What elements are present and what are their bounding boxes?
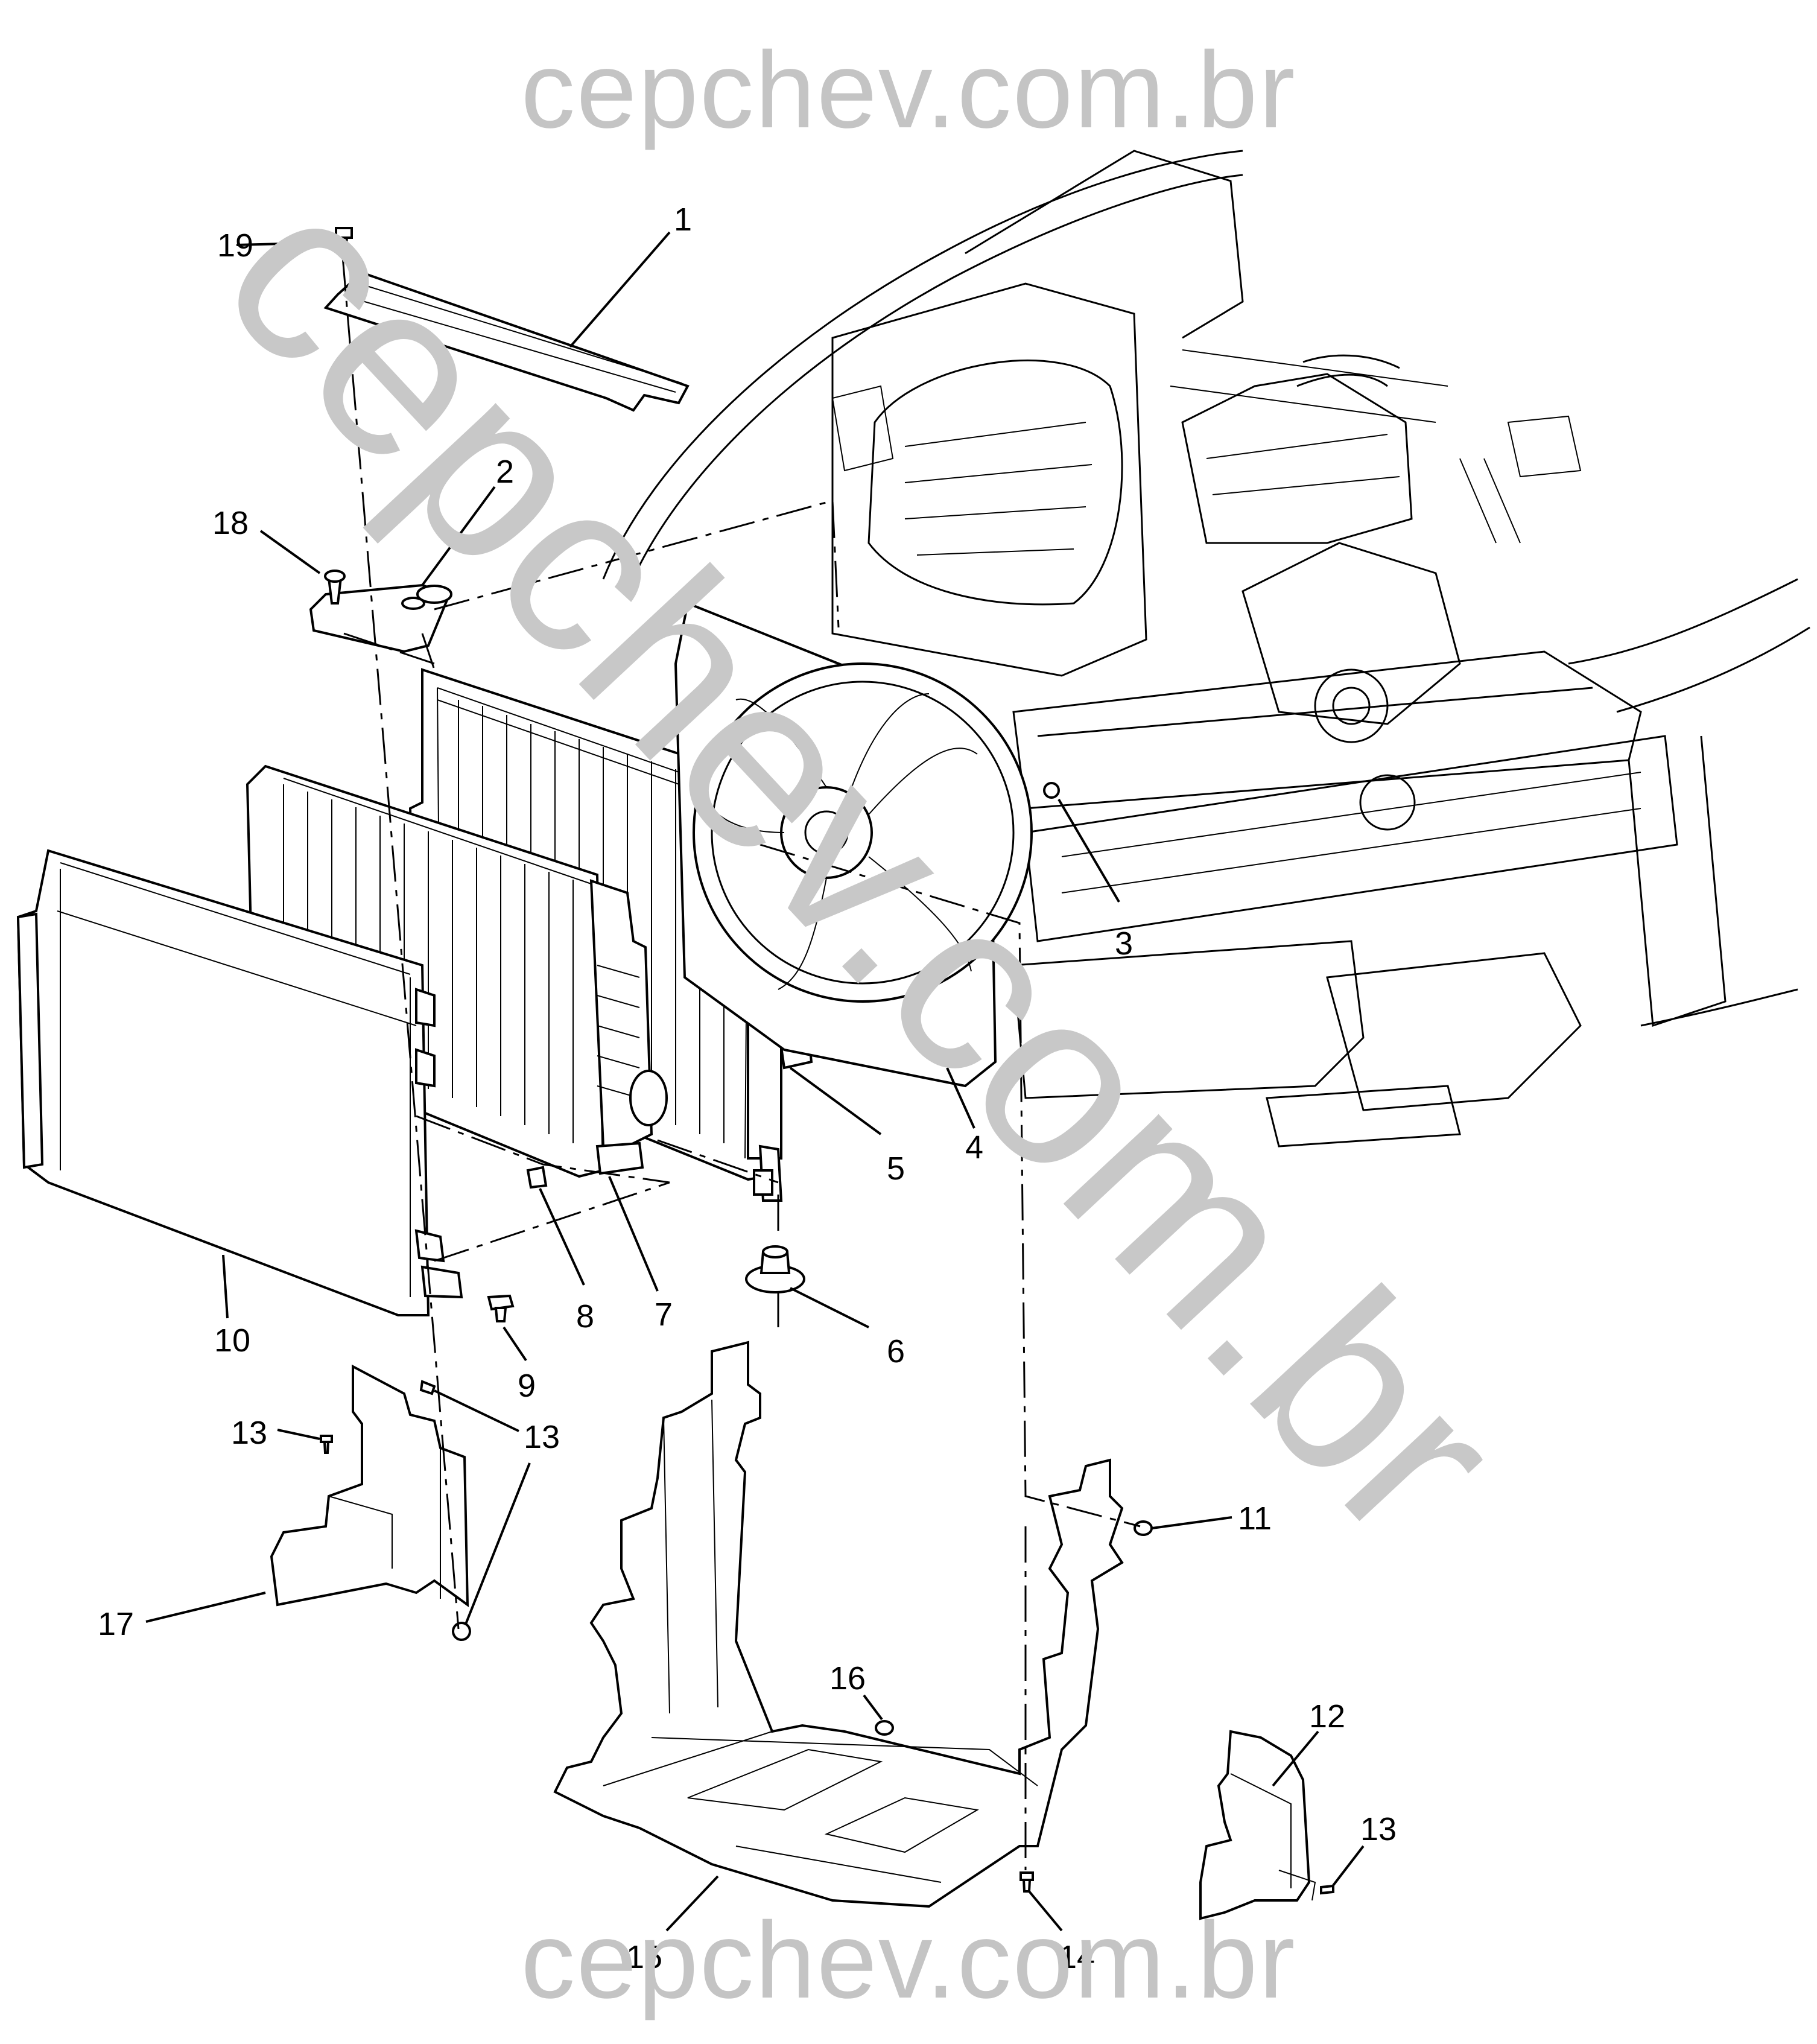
alignment-lines — [341, 256, 1141, 1870]
vehicle-body-structure — [602, 150, 1810, 1147]
callout-12: 12 — [1309, 1698, 1345, 1735]
callout-2: 2 — [496, 454, 514, 490]
part-9-bolt — [487, 1294, 515, 1322]
leader-lines — [145, 231, 1365, 1932]
callout-14: 14 — [1059, 1939, 1095, 1975]
callout-15: 15 — [626, 1939, 662, 1975]
part-3-fastener — [1043, 782, 1060, 799]
part-6-lower-insulator — [745, 1245, 805, 1293]
callout-10: 10 — [214, 1322, 250, 1359]
part-19-retainer — [335, 227, 353, 258]
part-2-bracket — [309, 570, 452, 653]
callout-9: 9 — [518, 1368, 536, 1404]
callout-19: 19 — [217, 227, 253, 264]
watermark-top: cepchev.com.br — [521, 30, 1296, 151]
part-13-retainer-upper — [419, 1380, 436, 1395]
part-17-left-deflector — [270, 1364, 469, 1607]
callout-labels: 1 2 3 4 5 6 7 8 9 10 11 12 13 13 13 14 1… — [98, 202, 1397, 1975]
watermark-bottom: cepchev.com.br — [521, 1900, 1296, 2021]
part-15-lower-baffle — [553, 1341, 1124, 1908]
callout-4: 4 — [965, 1129, 983, 1166]
callout-13-upper: 13 — [524, 1419, 560, 1455]
callout-5: 5 — [887, 1151, 905, 1187]
callout-8: 8 — [576, 1298, 594, 1335]
part-14-screw — [1019, 1871, 1034, 1881]
retainer-circle — [452, 1622, 471, 1641]
callout-3: 3 — [1115, 925, 1133, 962]
part-8-clip — [526, 1166, 548, 1189]
callout-17: 17 — [98, 1606, 134, 1642]
callout-1: 1 — [674, 202, 692, 238]
callout-11: 11 — [1238, 1500, 1272, 1537]
part-11-push-nut — [1134, 1520, 1153, 1536]
part-13-retainer-right — [1320, 1884, 1334, 1895]
callout-6: 6 — [887, 1333, 905, 1370]
callout-18: 18 — [212, 505, 249, 541]
part-12-right-deflector — [1199, 1730, 1316, 1920]
callout-16: 16 — [829, 1660, 866, 1696]
part-10-condenser — [16, 849, 463, 1316]
callout-7: 7 — [655, 1297, 673, 1333]
small-fasteners — [320, 1380, 1334, 1895]
callout-13-left: 13 — [231, 1415, 267, 1451]
callout-13-right: 13 — [1360, 1811, 1397, 1847]
part-4-fan-shroud — [674, 601, 1033, 1088]
part-1-upper-cover — [323, 271, 690, 412]
part-16-retainer — [875, 1720, 894, 1736]
